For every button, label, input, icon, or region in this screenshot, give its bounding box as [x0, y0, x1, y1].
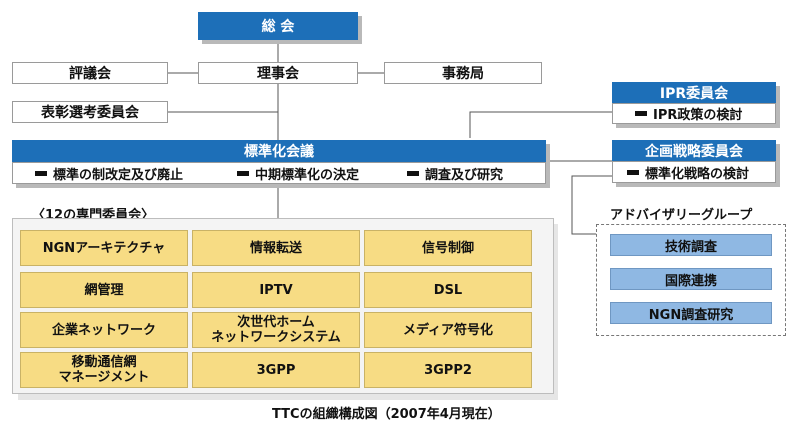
board-label: 理事会	[257, 66, 299, 82]
ipr-committee-item: IPR政策の検討	[612, 103, 776, 124]
award-committee-box: 表彰選考委員会	[12, 101, 168, 123]
committee-cell: 3GPP2	[364, 352, 532, 388]
bullet-icon	[35, 170, 47, 176]
standardization-council-label: 標準化会議	[244, 144, 314, 160]
general-meeting-box: 総 会	[198, 12, 358, 40]
award-committee-label: 表彰選考委員会	[41, 105, 139, 121]
planning-committee-title: 企画戦略委員会	[612, 140, 776, 161]
committee-cell: 網管理	[20, 272, 188, 308]
committee-cell: 3GPP	[192, 352, 360, 388]
council-label: 評議会	[69, 66, 111, 82]
ipr-committee-title: IPR委員会	[612, 82, 776, 103]
secretariat-box: 事務局	[384, 62, 542, 84]
committee-cell: NGNアーキテクチャ	[20, 230, 188, 266]
advisory-item-ngn-research: NGN調査研究	[610, 302, 772, 324]
planning-committee-item: 標準化戦略の検討	[612, 161, 776, 183]
committee-cell: IPTV	[192, 272, 360, 308]
council-box: 評議会	[12, 62, 168, 84]
ipr-item-label: IPR政策の検討	[653, 108, 743, 123]
board-box: 理事会	[198, 62, 358, 84]
general-meeting-label: 総 会	[261, 19, 295, 35]
advisory-item-tech-survey: 技術調査	[610, 234, 772, 256]
diagram-caption: TTCの組織構成図（2007年4月現在）	[272, 407, 501, 422]
standardization-council-items: 標準の制改定及び廃止 中期標準化の決定 調査及び研究	[12, 162, 546, 184]
committee-cell: 信号制御	[364, 230, 532, 266]
committee-cell: DSL	[364, 272, 532, 308]
planning-committee-label: 企画戦略委員会	[645, 143, 743, 160]
committee-cell: 次世代ホーム ネットワークシステム	[192, 312, 360, 348]
committee-cell: メディア符号化	[364, 312, 532, 348]
std-item-2: 中期標準化の決定	[237, 164, 407, 183]
advisory-group-title: アドバイザリーグループ	[610, 208, 753, 223]
bullet-icon	[237, 170, 249, 176]
std-item-1: 標準の制改定及び廃止	[35, 164, 237, 183]
committee-cell: 企業ネットワーク	[20, 312, 188, 348]
std-item-3: 調査及び研究	[407, 164, 503, 183]
standardization-council-title: 標準化会議	[12, 140, 546, 162]
committee-cell: 情報転送	[192, 230, 360, 266]
planning-item-label: 標準化戦略の検討	[645, 166, 750, 182]
bullet-icon	[635, 111, 647, 116]
committee-cell: 移動通信網 マネージメント	[20, 352, 188, 388]
bullet-icon	[407, 170, 419, 176]
ipr-committee-label: IPR委員会	[659, 85, 729, 102]
advisory-item-international: 国際連携	[610, 268, 772, 290]
secretariat-label: 事務局	[442, 66, 484, 82]
bullet-icon	[627, 169, 639, 175]
